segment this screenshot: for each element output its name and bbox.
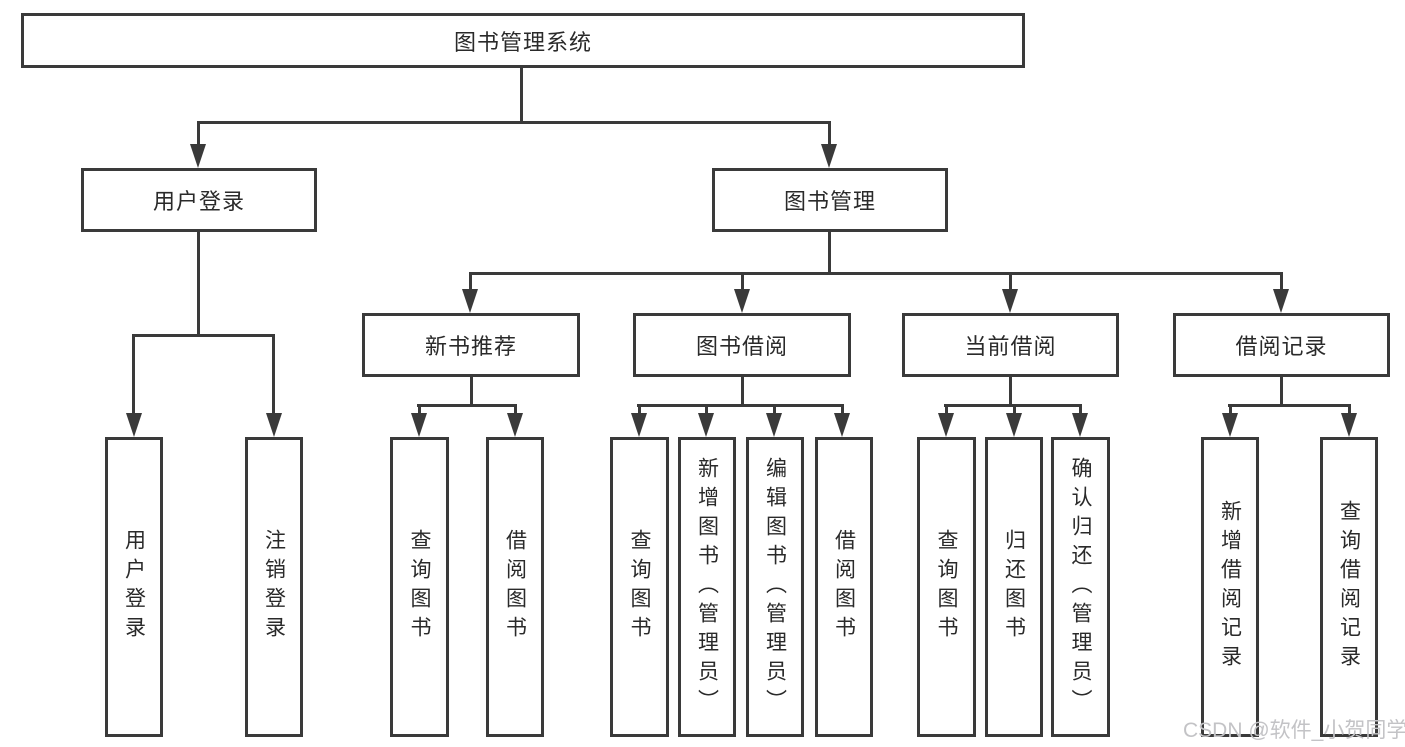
node-label: 新增图书（管理员） <box>695 456 719 718</box>
connector-line <box>1013 404 1016 416</box>
connector-line <box>741 272 744 292</box>
connector-line <box>272 334 275 414</box>
node-label: 查询借阅记录 <box>1337 500 1361 674</box>
node-user-login: 用户登录 <box>81 168 317 232</box>
connector-line <box>197 121 200 145</box>
node-book-borrowing: 图书借阅 <box>633 313 851 377</box>
arrowhead-down-icon <box>938 413 954 437</box>
node-leaf-edit-books-admin: 编辑图书（管理员） <box>746 437 804 737</box>
connector-line <box>197 121 831 124</box>
arrowhead-down-icon <box>1341 413 1357 437</box>
node-borrowing-records: 借阅记录 <box>1173 313 1390 377</box>
node-label: 确认归还（管理员） <box>1069 456 1092 718</box>
arrowhead-down-icon <box>1002 289 1018 313</box>
connector-line <box>514 404 517 416</box>
arrowhead-down-icon <box>821 144 837 168</box>
connector-line <box>841 404 844 416</box>
node-leaf-query-borrow-record: 查询借阅记录 <box>1320 437 1378 737</box>
node-label: 用户登录 <box>122 529 146 645</box>
node-book-management: 图书管理 <box>712 168 948 232</box>
csdn-watermark: CSDN @软件_小贺同学 <box>1183 719 1405 742</box>
node-label: 查询图书 <box>628 529 651 645</box>
arrowhead-down-icon <box>266 413 282 437</box>
node-label: 借阅图书 <box>503 529 527 645</box>
node-label: 借阅记录 <box>1235 334 1328 359</box>
node-leaf-query-books-recommend: 查询图书 <box>390 437 449 737</box>
node-current-borrowing: 当前借阅 <box>902 313 1119 377</box>
connector-line <box>638 404 641 416</box>
node-leaf-borrow-books-recommend: 借阅图书 <box>486 437 544 737</box>
connector-line <box>418 404 421 416</box>
connector-line <box>1009 272 1012 292</box>
connector-line <box>1229 404 1232 416</box>
node-library-management-system: 图书管理系统 <box>21 13 1025 68</box>
node-label: 查询图书 <box>408 529 431 645</box>
arrowhead-down-icon <box>766 413 782 437</box>
connector-line <box>132 334 135 414</box>
connector-line <box>741 377 744 407</box>
arrowhead-down-icon <box>462 289 478 313</box>
connector-line <box>773 404 776 416</box>
node-leaf-confirm-return-admin: 确认归还（管理员） <box>1051 437 1110 737</box>
connector-line <box>470 377 473 407</box>
node-label: 当前借阅 <box>964 334 1057 359</box>
node-label: 新增借阅记录 <box>1218 500 1242 674</box>
connector-line <box>469 272 472 292</box>
node-label: 用户登录 <box>152 189 245 214</box>
connector-line <box>1280 272 1283 292</box>
arrowhead-down-icon <box>631 413 647 437</box>
node-label: 图书管理系统 <box>453 29 592 55</box>
node-leaf-query-books-current: 查询图书 <box>917 437 976 737</box>
node-new-book-recommendation: 新书推荐 <box>362 313 580 377</box>
arrowhead-down-icon <box>734 289 750 313</box>
connector-line <box>1228 404 1351 407</box>
arrowhead-down-icon <box>834 413 850 437</box>
arrowhead-down-icon <box>507 413 523 437</box>
connector-line <box>828 232 831 275</box>
node-label: 借阅图书 <box>832 529 856 645</box>
node-label: 归还图书 <box>1002 529 1026 645</box>
node-label: 新书推荐 <box>424 334 517 359</box>
connector-line <box>1280 377 1283 407</box>
connector-line <box>637 404 844 407</box>
node-label: 查询图书 <box>935 529 958 645</box>
node-leaf-return-books: 归还图书 <box>985 437 1043 737</box>
connector-line <box>417 404 517 407</box>
arrowhead-down-icon <box>411 413 427 437</box>
node-label: 编辑图书（管理员） <box>763 456 787 718</box>
node-leaf-user-login: 用户登录 <box>105 437 163 737</box>
connector-line <box>132 334 275 337</box>
arrowhead-down-icon <box>190 144 206 168</box>
connector-line <box>1079 404 1082 416</box>
node-leaf-query-books-borrowing: 查询图书 <box>610 437 669 737</box>
arrowhead-down-icon <box>126 413 142 437</box>
connector-line <box>520 68 523 124</box>
connector-line <box>1009 377 1012 407</box>
node-label: 图书管理 <box>783 189 876 214</box>
arrowhead-down-icon <box>1006 413 1022 437</box>
connector-line <box>945 404 948 416</box>
node-leaf-borrow-books: 借阅图书 <box>815 437 873 737</box>
connector-line <box>197 232 200 337</box>
node-leaf-add-borrow-record: 新增借阅记录 <box>1201 437 1259 737</box>
node-label: 图书借阅 <box>695 334 788 359</box>
node-leaf-logout: 注销登录 <box>245 437 303 737</box>
arrowhead-down-icon <box>1273 289 1289 313</box>
node-leaf-add-books-admin: 新增图书（管理员） <box>678 437 736 737</box>
connector-line <box>1348 404 1351 416</box>
arrowhead-down-icon <box>698 413 714 437</box>
connector-line <box>828 121 831 145</box>
connector-line <box>705 404 708 416</box>
connector-line <box>469 272 1283 275</box>
arrowhead-down-icon <box>1222 413 1238 437</box>
node-label: 注销登录 <box>262 529 286 645</box>
arrowhead-down-icon <box>1072 413 1088 437</box>
